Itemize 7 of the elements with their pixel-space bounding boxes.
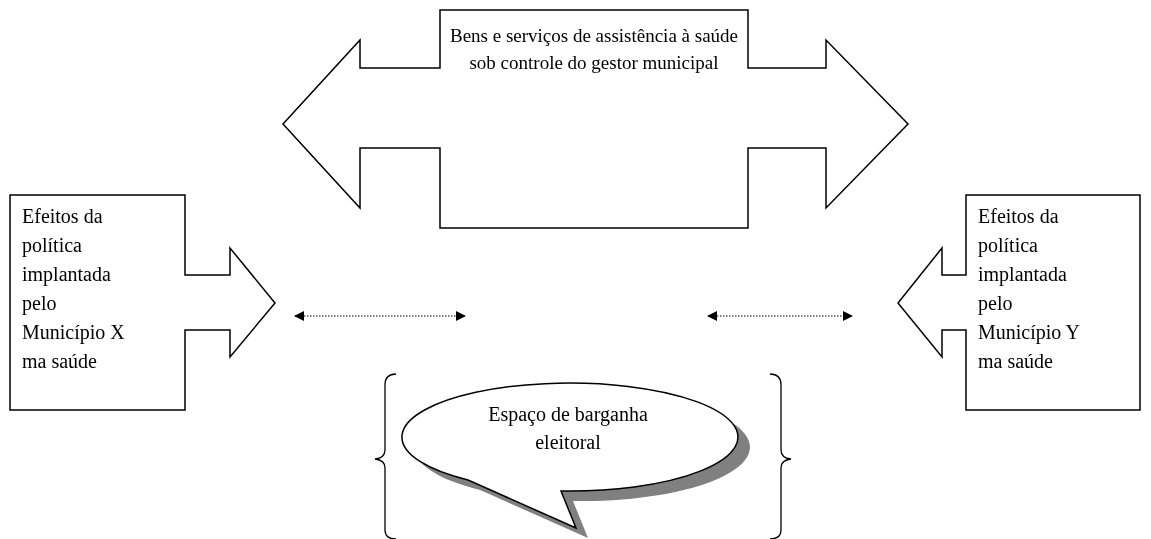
node-text: Efeitos da política implantada pelo Município X ma saúde bbox=[22, 204, 126, 374]
node-text: Bens e serviços de assistência à saúde sob controle do gestor municipal bbox=[448, 24, 740, 75]
node-text: Espaço de barganha eleitoral bbox=[487, 402, 649, 455]
double-arrow-callout bbox=[283, 10, 908, 228]
right-arrow-callout bbox=[10, 195, 275, 410]
left-arrow-callout bbox=[898, 195, 1140, 410]
node-text: Efeitos da política implantada pelo Município Y ma saúde bbox=[978, 204, 1081, 374]
